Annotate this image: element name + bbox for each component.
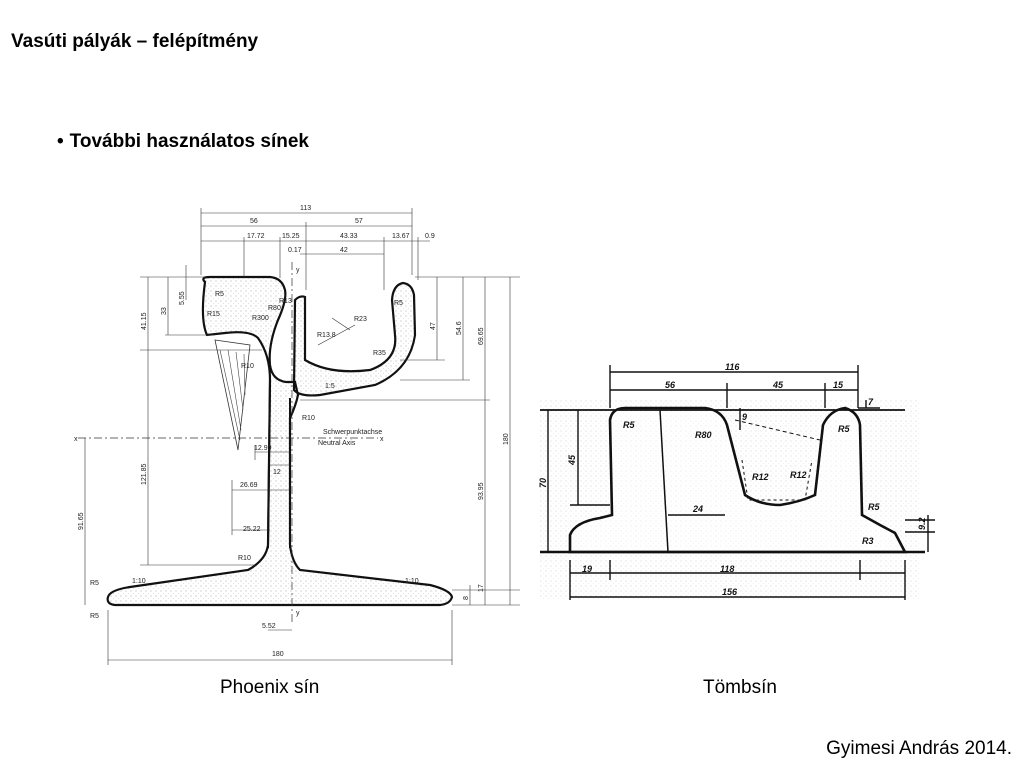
tombsin-drawing: 116 56 45 15 7 9 R5 R80 R12 R12 R5 R5 R3… [538, 362, 935, 600]
tombsin-r5-foot: R5 [868, 502, 880, 512]
tombsin-dim-118: 118 [720, 564, 734, 574]
phoenix-r23: R23 [354, 316, 367, 323]
tombsin-dim-24: 24 [692, 504, 703, 514]
tombsin-dim-70: 70 [538, 478, 548, 488]
tombsin-dim-92: 9.2 [917, 517, 927, 530]
slide-title: Vasúti pályák – felépítmény [11, 31, 259, 52]
tombsin-r12-right: R12 [790, 470, 807, 480]
phoenix-axis-de: Schwerpunktachse [323, 429, 382, 436]
tombsin-r5-left: R5 [623, 420, 635, 430]
tombsin-dim-156: 156 [722, 587, 738, 597]
phoenix-dim-56: 56 [250, 218, 258, 225]
tombsin-dim-15: 15 [833, 380, 844, 390]
bullet-text: További használatos sínek [69, 131, 309, 152]
phoenix-dim-9395: 93.95 [478, 482, 485, 500]
phoenix-dim-6965: 69.65 [478, 327, 485, 345]
phoenix-dim-12185: 121.85 [141, 463, 148, 485]
phoenix-dim-555: 5.55 [179, 291, 186, 305]
tombsin-dim-116: 116 [725, 362, 740, 372]
phoenix-dim-113: 113 [300, 205, 311, 212]
phoenix-r300: R300 [252, 315, 269, 322]
bullet-item: •További használatos sínek [57, 131, 309, 153]
phoenix-dim-4333: 43.33 [340, 233, 358, 240]
phoenix-web [267, 377, 291, 549]
phoenix-dim-546: 54.6 [456, 321, 463, 335]
phoenix-dim-552: 5.52 [262, 623, 276, 630]
phoenix-caption: Phoenix sín [220, 677, 320, 698]
phoenix-wedge [214, 339, 251, 451]
phoenix-y-top: y [296, 267, 300, 274]
tombsin-slope-line [734, 419, 821, 441]
phoenix-r10-web: R10 [302, 415, 315, 422]
tombsin-r12-left: R12 [752, 472, 769, 482]
phoenix-dim-9165: 91.65 [78, 512, 85, 530]
phoenix-dim-57: 57 [355, 218, 363, 225]
phoenix-r5-head: R5 [215, 291, 224, 298]
tombsin-dim-56: 56 [665, 380, 676, 390]
phoenix-dim-42: 42 [340, 247, 348, 254]
phoenix-rail-drawing: 113 56 57 17.72 15.25 43.33 13.67 0.9 0.… [74, 205, 520, 665]
phoenix-r5-top: R5 [90, 580, 99, 587]
tombsin-r3: R3 [862, 536, 874, 546]
phoenix-dim-8: 8 [463, 596, 470, 600]
tombsin-inner-line [659, 409, 669, 553]
phoenix-slope-15: 1:5 [325, 383, 335, 390]
phoenix-dim-4115: 41.15 [141, 312, 148, 330]
phoenix-dim-09: 0.9 [425, 233, 435, 240]
phoenix-r15: R15 [207, 311, 220, 318]
author-credit: Gyimesi András 2014. [826, 738, 1012, 759]
phoenix-wedge-hatch [219, 349, 246, 441]
tombsin-dim-9: 9 [742, 412, 747, 422]
phoenix-r80: R80 [268, 305, 281, 312]
phoenix-dim-017: 0.17 [288, 247, 302, 254]
phoenix-dim-47: 47 [430, 322, 437, 330]
phoenix-x-right: x [380, 436, 384, 443]
phoenix-dim-180-bottom: 180 [272, 651, 284, 658]
phoenix-r10-foot: R10 [238, 555, 251, 562]
tombsin-dim-45: 45 [772, 380, 784, 390]
tombsin-groove-dash [741, 459, 813, 501]
phoenix-r138: R13.8 [317, 332, 336, 339]
tombsin-r80: R80 [695, 430, 712, 440]
phoenix-x-left: x [74, 436, 78, 443]
bullet-dot: • [57, 131, 64, 152]
phoenix-r35: R35 [373, 350, 386, 357]
tombsin-profile [568, 406, 908, 554]
tombsin-r5-right: R5 [838, 424, 850, 434]
phoenix-dim-2522: 25.22 [243, 526, 261, 533]
phoenix-slope-110-right: 1:10 [405, 578, 419, 585]
phoenix-slope-110-left: 1:10 [132, 578, 146, 585]
tombsin-dim-7: 7 [868, 397, 874, 407]
phoenix-y-bottom: y [296, 610, 300, 617]
phoenix-r6: R5 [394, 300, 403, 307]
phoenix-dim-1367: 13.67 [392, 233, 410, 240]
tombsin-dim-19: 19 [582, 564, 592, 574]
phoenix-profile [106, 275, 454, 607]
phoenix-dim-1525: 15.25 [282, 233, 300, 240]
phoenix-r10-head: R10 [241, 363, 254, 370]
phoenix-dim-12: 12 [273, 469, 281, 476]
phoenix-dim-1772: 17.72 [247, 233, 265, 240]
phoenix-dim-2669: 26.69 [240, 482, 258, 489]
phoenix-r13: R13 [279, 298, 292, 305]
tombsin-caption: Tömbsín [703, 677, 777, 698]
phoenix-r5-bottom: R5 [90, 613, 99, 620]
phoenix-dim-1299: 12.99 [254, 445, 272, 452]
phoenix-axis-en: Neutral Axis [318, 440, 356, 447]
tombsin-dim-45-vertical: 45 [567, 454, 577, 466]
phoenix-dim-180: 180 [503, 433, 510, 445]
phoenix-dim-17: 17 [478, 584, 485, 592]
phoenix-dim-33: 33 [161, 307, 168, 315]
